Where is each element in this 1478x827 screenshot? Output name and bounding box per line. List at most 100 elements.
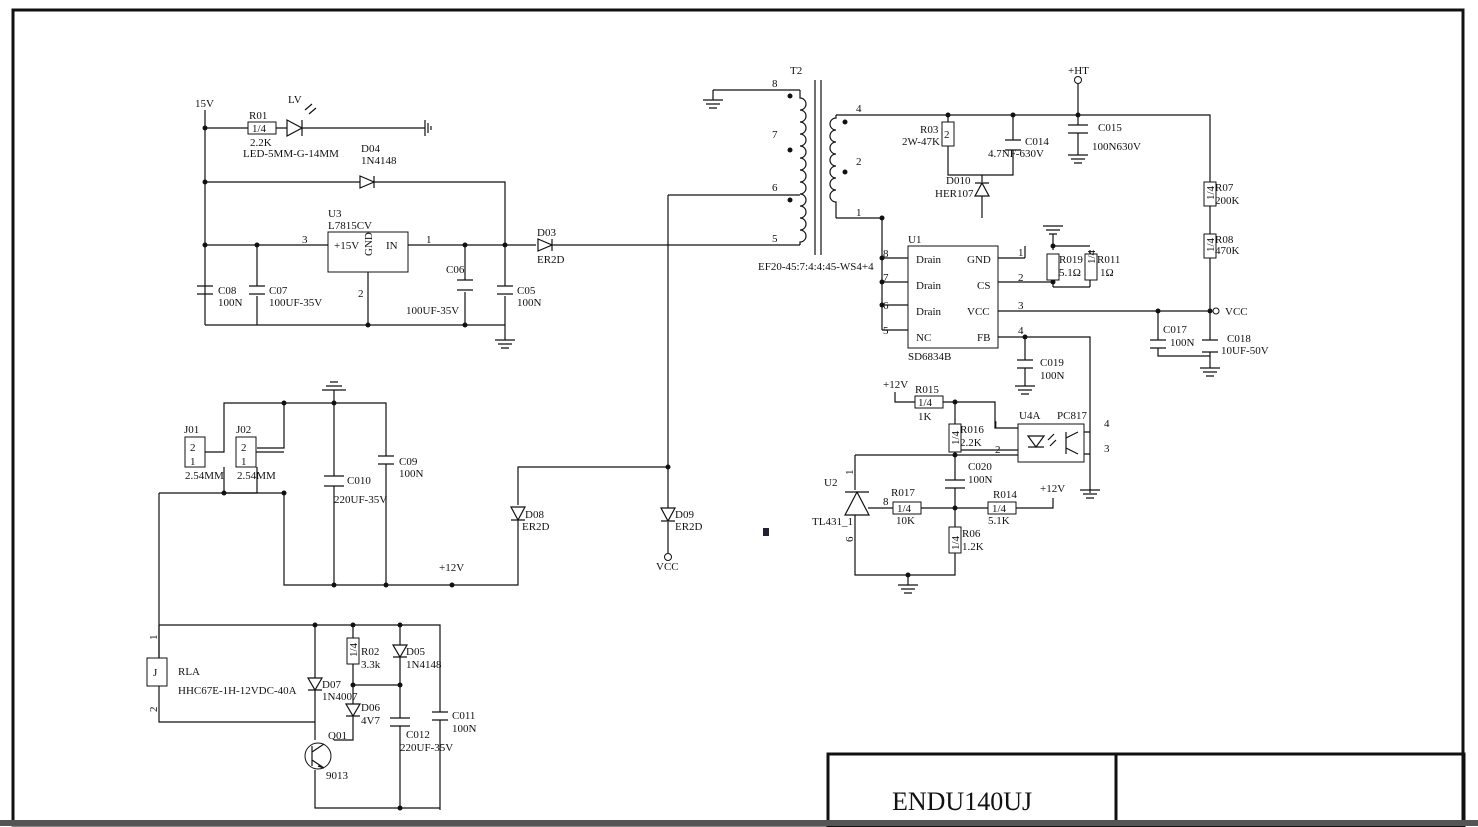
- net-15v: 15V: [195, 98, 214, 110]
- u2-pin1: 1: [844, 470, 856, 476]
- u3-gnd-pin: GND: [363, 232, 375, 256]
- r07-value: 200K: [1215, 195, 1240, 207]
- t2-pin8: 8: [772, 78, 778, 90]
- c017-ref: C017: [1163, 324, 1187, 336]
- u1-vcc: VCC: [967, 306, 990, 318]
- q01-value: 9013: [326, 770, 349, 782]
- j01-value: 2.54MM: [185, 470, 224, 482]
- u2-part: TL431_1: [812, 516, 853, 528]
- d09-ref: D09: [675, 509, 694, 521]
- u1-nc: NC: [916, 332, 931, 344]
- r016-ref: R016: [960, 424, 984, 436]
- r016-power: 1/4: [950, 430, 962, 445]
- d010-ref: D010: [946, 175, 971, 187]
- c020-value: 100N: [968, 474, 993, 486]
- d04-value: 1N4148: [361, 155, 397, 167]
- d08-ref: D08: [525, 509, 544, 521]
- sheet-frame: [0, 8, 1478, 827]
- r015-ref: R015: [915, 384, 939, 396]
- r02-ref: R02: [361, 646, 379, 658]
- c06-ref: C06: [446, 264, 465, 276]
- r06-ref: R06: [962, 528, 981, 540]
- u1-cs: CS: [977, 280, 990, 292]
- c09-value: 100N: [399, 468, 424, 480]
- r015-value: 1K: [918, 411, 932, 423]
- r03-pin: 2: [944, 129, 950, 141]
- r014-value: 5.1K: [988, 515, 1010, 527]
- r011-ref: R011: [1097, 254, 1120, 266]
- c015-value: 100N630V: [1092, 141, 1141, 153]
- u2-pin8: 8: [883, 496, 889, 508]
- u2-pin6: 6: [844, 536, 856, 542]
- r01-ref: R01: [249, 110, 267, 122]
- r03-value: 2W-47K: [902, 136, 940, 148]
- rla-pin1: 1: [148, 635, 160, 641]
- r08-value: 470K: [1215, 245, 1240, 257]
- pc817-part: PC817: [1057, 410, 1087, 422]
- output-section: [158, 381, 677, 723]
- u3-pin3: 3: [302, 234, 308, 246]
- r014-ref: R014: [993, 489, 1017, 501]
- pc817-pin3: 3: [1104, 443, 1110, 455]
- q01-ref: Q01: [328, 730, 347, 742]
- t2-pin4: 4: [856, 103, 862, 115]
- cursor-marker: [763, 528, 769, 536]
- u3-out-pin: +15V: [334, 240, 359, 252]
- pc817-pin2: 2: [995, 444, 1001, 456]
- led-value: LED-5MM-G-14MM: [243, 148, 339, 160]
- c06-value: 100UF-35V: [406, 305, 459, 317]
- c012-value: 220UF-35V: [400, 742, 453, 754]
- net-12v-c: +12V: [439, 562, 464, 574]
- u1-pin4: 4: [1018, 325, 1024, 337]
- u1-drain-2: Drain: [916, 280, 942, 292]
- r014-power: 1/4: [992, 503, 1007, 515]
- u4a-ref: U4A: [1019, 410, 1040, 422]
- r06-value: 1.2K: [962, 541, 984, 553]
- d05-value: 1N4148: [406, 659, 442, 671]
- r01-value: 2.2K: [250, 137, 272, 149]
- u3-pin2: 2: [358, 288, 364, 300]
- led-ref: LV: [288, 94, 302, 106]
- rla-ref: RLA: [178, 666, 200, 678]
- c07-value: 100UF-35V: [269, 297, 322, 309]
- j01-pin1: 1: [190, 456, 196, 468]
- d03-value: ER2D: [537, 254, 565, 266]
- d09-value: ER2D: [675, 521, 703, 533]
- u3-in-pin: IN: [386, 240, 398, 252]
- r06-power: 1/4: [950, 535, 962, 550]
- net-12v-a: +12V: [883, 379, 908, 391]
- u1-drain-1: Drain: [916, 254, 942, 266]
- t2-pin7: 7: [772, 129, 778, 141]
- pc817-pin4: 4: [1104, 418, 1110, 430]
- r016-value: 2.2K: [960, 437, 982, 449]
- j02-pin1: 1: [241, 456, 247, 468]
- r07-ref: R07: [1215, 182, 1234, 194]
- r07-power: 1/4: [1205, 185, 1217, 200]
- c05-value: 100N: [517, 297, 542, 309]
- d05-ref: D05: [406, 646, 425, 658]
- snubber-section: [941, 76, 1220, 377]
- d04-ref: D04: [361, 143, 380, 155]
- rla-value: HHC67E-1H-12VDC-40A: [178, 685, 297, 697]
- c09-ref: C09: [399, 456, 418, 468]
- c019-ref: C019: [1040, 357, 1064, 369]
- r08-ref: R08: [1215, 234, 1234, 246]
- d010-value: HER107: [935, 188, 974, 200]
- net-ht: +HT: [1068, 65, 1089, 77]
- t2-core: EF20-45:7:4:4:45-WS4+4: [758, 261, 874, 273]
- t2-ref: T2: [790, 65, 802, 77]
- r015-power: 1/4: [918, 397, 933, 409]
- j02-pin2: 2: [241, 442, 247, 454]
- r011-value: 1Ω: [1100, 267, 1114, 279]
- t2-pin5: 5: [772, 233, 778, 245]
- u1-ref: U1: [908, 234, 921, 246]
- c019-value: 100N: [1040, 370, 1065, 382]
- c011-ref: C011: [452, 710, 475, 722]
- c014-value: 4.7NF-630V: [988, 148, 1044, 160]
- r017-power: 1/4: [897, 503, 912, 515]
- c08-ref: C08: [218, 285, 237, 297]
- c05-ref: C05: [517, 285, 536, 297]
- c020-ref: C020: [968, 461, 992, 473]
- u3-ref: U3: [328, 208, 342, 220]
- u1-part: SD6834B: [908, 351, 951, 363]
